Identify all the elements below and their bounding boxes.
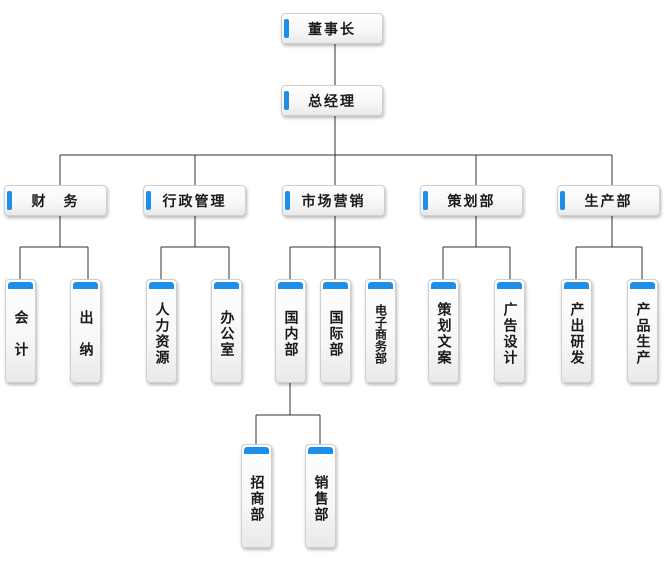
- unit-international-label: 国际部: [327, 310, 344, 358]
- unit-product-production-box: 产品生产: [627, 279, 658, 383]
- unit-ad-design-box: 广告设计: [494, 279, 525, 383]
- unit-recruiting-label: 招商部: [248, 475, 265, 523]
- unit-sales-label: 销售部: [312, 475, 329, 523]
- unit-hr-label: 人力资源: [153, 302, 170, 366]
- dept-finance-label: 财 务: [31, 193, 80, 210]
- unit-accounting-label: 会计: [12, 310, 29, 374]
- unit-hr-box: 人力资源: [146, 279, 177, 383]
- general-manager-box: 总经理: [281, 85, 383, 116]
- unit-cashier-box: 出纳: [70, 279, 101, 383]
- unit-sales-box: 销售部: [305, 444, 336, 548]
- chairman-label: 董事长: [308, 21, 356, 38]
- unit-recruiting-box: 招商部: [241, 444, 272, 548]
- unit-accounting-box: 会计: [5, 279, 36, 383]
- unit-ecommerce-label: 电子商务部: [373, 304, 388, 364]
- unit-office-label: 办公室: [218, 310, 235, 358]
- unit-ad-design-label: 广告设计: [501, 302, 518, 366]
- chairman-box: 董事长: [281, 13, 383, 44]
- dept-admin-label: 行政管理: [162, 193, 227, 210]
- dept-finance-box: 财 务: [4, 185, 107, 216]
- unit-rd-label: 产出研发: [568, 302, 585, 366]
- unit-copywriting-box: 策划文案: [428, 279, 459, 383]
- general-manager-label: 总经理: [308, 93, 356, 110]
- unit-international-box: 国际部: [320, 279, 351, 383]
- unit-office-box: 办公室: [211, 279, 242, 383]
- dept-marketing-label: 市场营销: [301, 193, 366, 210]
- dept-production-label: 生产部: [584, 193, 633, 210]
- unit-cashier-label: 出纳: [77, 310, 94, 374]
- dept-marketing-box: 市场营销: [282, 185, 385, 216]
- unit-domestic-box: 国内部: [275, 279, 306, 383]
- dept-planning-label: 策划部: [447, 193, 496, 210]
- dept-production-box: 生产部: [557, 185, 660, 216]
- unit-ecommerce-box: 电子商务部: [365, 279, 396, 383]
- dept-planning-box: 策划部: [420, 185, 523, 216]
- unit-domestic-label: 国内部: [282, 310, 299, 358]
- dept-admin-box: 行政管理: [143, 185, 246, 216]
- unit-product-production-label: 产品生产: [634, 302, 651, 366]
- unit-copywriting-label: 策划文案: [435, 302, 452, 366]
- unit-rd-box: 产出研发: [561, 279, 592, 383]
